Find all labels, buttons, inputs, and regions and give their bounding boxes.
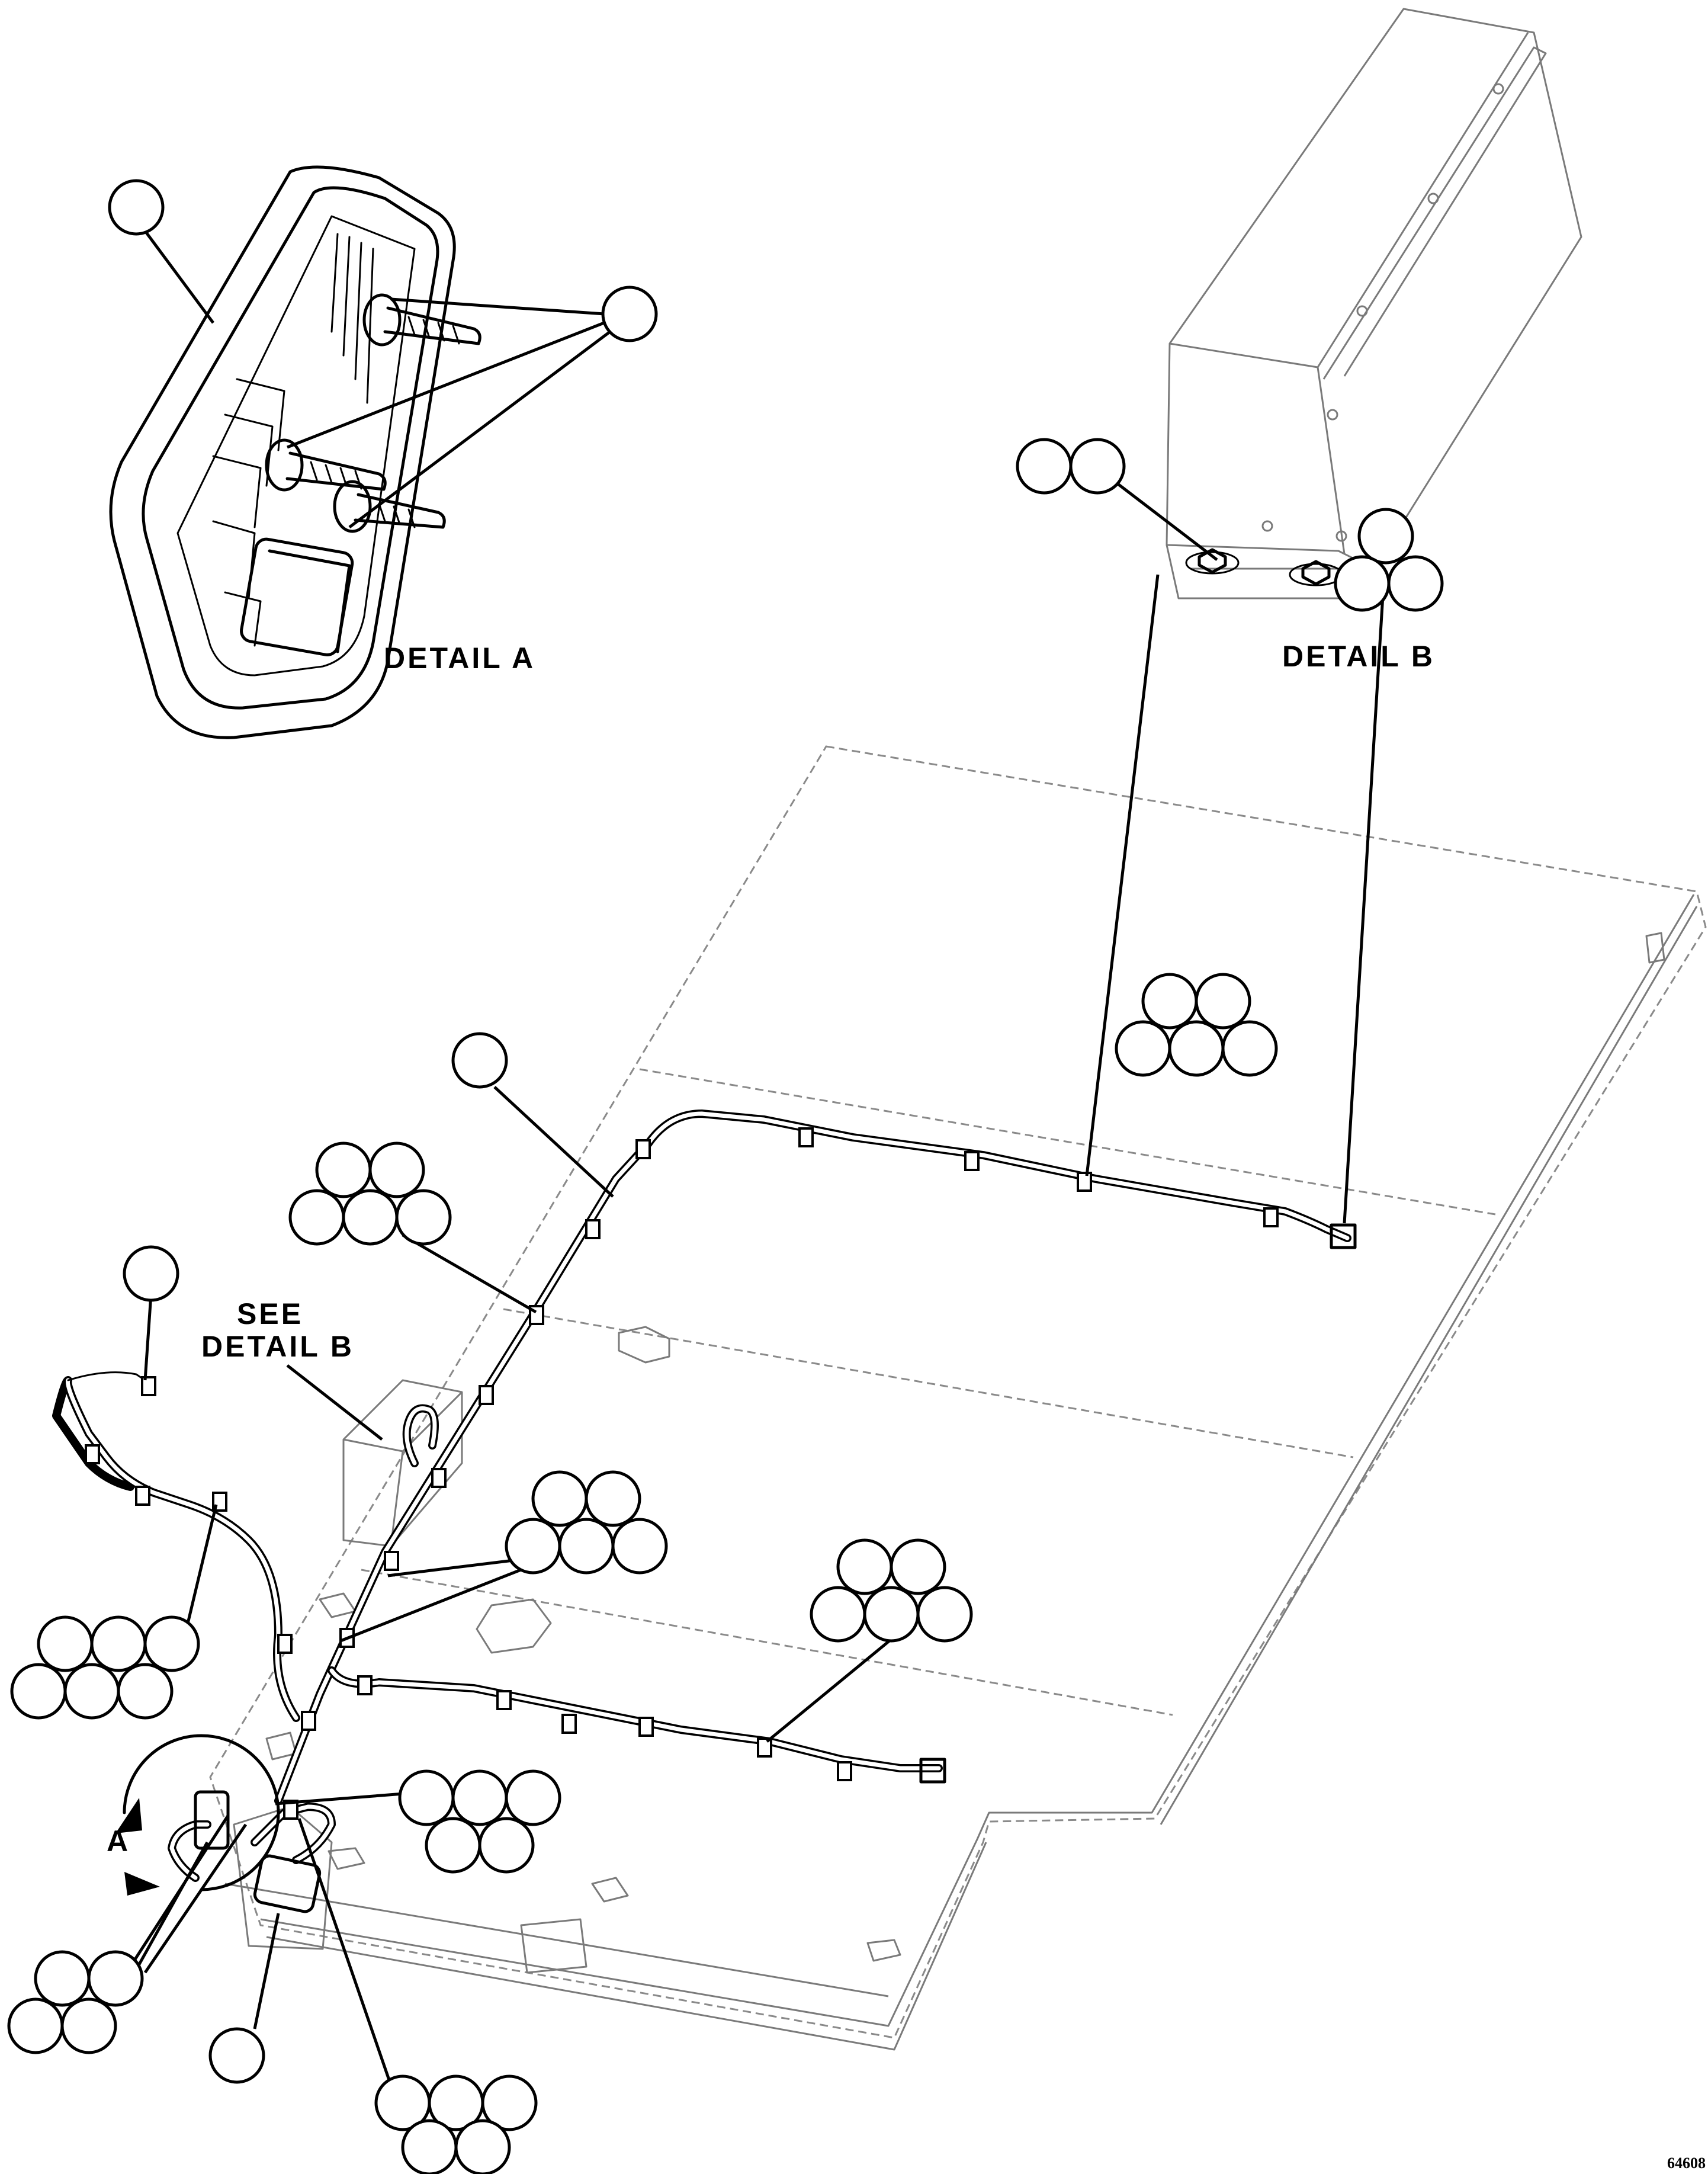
callout-bubble[interactable] — [398, 1769, 455, 1826]
callout-bubble[interactable] — [90, 1615, 147, 1672]
callout-detail-a-nuts[interactable] — [601, 286, 658, 342]
callout-bubble[interactable] — [208, 2027, 265, 2084]
callout-bubble[interactable] — [558, 1518, 615, 1575]
callout-left-tie[interactable] — [123, 1245, 179, 1302]
callout-bubble[interactable] — [401, 2119, 458, 2174]
detail-a-tail-lamp — [109, 165, 481, 739]
callout-connector-right[interactable] — [1334, 508, 1444, 612]
detail-b-box — [1166, 8, 1582, 599]
callout-bubble[interactable] — [1357, 508, 1414, 565]
callout-bottom-clips[interactable] — [374, 2074, 538, 2174]
callout-bubble[interactable] — [451, 1032, 508, 1089]
callout-detail-a-lamp[interactable] — [108, 179, 165, 236]
callout-bubble[interactable] — [395, 1189, 452, 1246]
callout-lower-clips[interactable] — [810, 1538, 973, 1643]
callout-bubble[interactable] — [505, 1769, 561, 1826]
callout-bubble[interactable] — [342, 1189, 399, 1246]
callout-bubble[interactable] — [863, 1586, 920, 1643]
callout-bubble[interactable] — [454, 2119, 511, 2174]
callout-bubble[interactable] — [451, 1769, 508, 1826]
callout-mid-clips[interactable] — [505, 1470, 668, 1575]
callout-bubble[interactable] — [1334, 555, 1391, 612]
callout-bubble[interactable] — [1168, 1020, 1225, 1077]
callout-bubble[interactable] — [108, 179, 165, 236]
callout-bubble[interactable] — [916, 1586, 973, 1643]
callout-bubble[interactable] — [1069, 438, 1126, 495]
callout-center-clips[interactable] — [398, 1769, 561, 1874]
callout-bubble[interactable] — [1387, 555, 1444, 612]
leader-lines — [129, 230, 1385, 2086]
wire-harness — [52, 1110, 1357, 1913]
view-a-label: A — [107, 1825, 130, 1858]
callout-bubble[interactable] — [1115, 1020, 1171, 1077]
callout-bubble[interactable] — [87, 1950, 144, 2007]
callout-bubble[interactable] — [1016, 438, 1073, 495]
callout-bubble[interactable] — [123, 1245, 179, 1302]
callout-bubble[interactable] — [63, 1663, 120, 1720]
callout-bubble[interactable] — [1141, 973, 1198, 1030]
callout-bubble[interactable] — [34, 1950, 91, 2007]
see-detail-b-line1: SEE — [237, 1297, 303, 1330]
callout-bubble[interactable] — [601, 286, 658, 342]
callout-bubble[interactable] — [481, 2074, 538, 2131]
figure-number: 64608 — [1667, 2154, 1706, 2172]
callout-bubble[interactable] — [810, 1586, 866, 1643]
callout-bubble[interactable] — [1221, 1020, 1278, 1077]
callout-bubble[interactable] — [143, 1615, 200, 1672]
callout-harness-main[interactable] — [451, 1032, 508, 1089]
view-a-indicator — [115, 1734, 280, 1896]
callout-bubble[interactable] — [10, 1663, 67, 1720]
see-detail-b-line2: DETAIL B — [201, 1330, 354, 1363]
callout-bubble[interactable] — [890, 1538, 946, 1595]
callout-bubble[interactable] — [425, 1817, 481, 1874]
callout-bubble[interactable] — [315, 1141, 372, 1198]
callout-upper-clips[interactable] — [1115, 973, 1278, 1077]
callout-bubble[interactable] — [7, 1997, 64, 2054]
detail-b-label: DETAIL B — [1282, 640, 1435, 673]
callout-bubble[interactable] — [117, 1663, 174, 1720]
callout-bubble[interactable] — [288, 1189, 345, 1246]
callout-bubble[interactable] — [531, 1470, 588, 1527]
callout-bubble[interactable] — [60, 1997, 117, 2054]
callout-bubble[interactable] — [585, 1470, 641, 1527]
callout-bubble[interactable] — [478, 1817, 535, 1874]
callout-lamp[interactable] — [208, 2027, 265, 2084]
callout-lamp-studs[interactable] — [7, 1950, 144, 2054]
callout-bubble[interactable] — [505, 1518, 561, 1575]
callout-bubble[interactable] — [37, 1615, 94, 1672]
floor-panel — [209, 745, 1707, 2051]
detail-a-label: DETAIL A — [384, 642, 535, 675]
callout-bubble[interactable] — [836, 1538, 893, 1595]
callout-bubble[interactable] — [1195, 973, 1251, 1030]
callout-left-clips[interactable] — [288, 1141, 452, 1246]
callout-bubble[interactable] — [368, 1141, 425, 1198]
callout-lower-left-clips[interactable] — [10, 1615, 200, 1720]
callout-bubble[interactable] — [611, 1518, 668, 1575]
callout-detail-b-bolt[interactable] — [1016, 438, 1126, 495]
